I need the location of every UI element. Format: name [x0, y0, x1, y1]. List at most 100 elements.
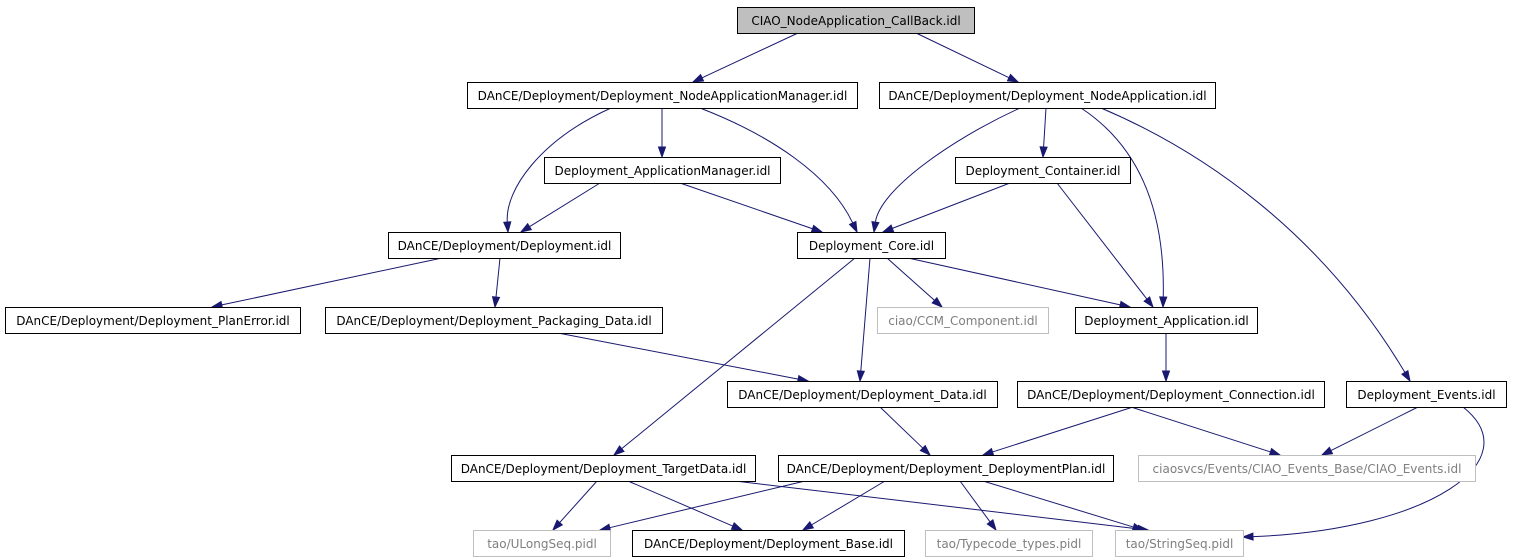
node-n4[interactable]: Deployment_Container.idl	[955, 157, 1131, 184]
arrowhead	[1320, 446, 1334, 456]
node-label: Deployment_Application.idl	[1084, 314, 1249, 328]
node-n14[interactable]: DAnCE/Deployment/Deployment_TargetData.i…	[451, 455, 756, 482]
node-label: tao/ULongSeq.pidl	[487, 537, 597, 551]
edge-n2-n10	[1080, 107, 1168, 309]
edge-n3-n5	[519, 182, 601, 233]
node-label: Deployment_ApplicationManager.idl	[554, 164, 770, 178]
arrowhead	[801, 521, 815, 531]
node-n13[interactable]: Deployment_Events.idl	[1346, 381, 1507, 408]
node-box[interactable]	[325, 307, 663, 334]
node-n20[interactable]: tao/StringSeq.pidl	[1115, 530, 1244, 557]
node-n19[interactable]: tao/Typecode_types.pidl	[925, 530, 1093, 557]
edge-n14-n17	[551, 480, 598, 532]
node-n15[interactable]: DAnCE/Deployment/Deployment_DeploymentPl…	[778, 455, 1114, 482]
edge-n11-n15	[879, 406, 932, 457]
edge-line	[627, 480, 734, 527]
node-label: Deployment_Core.idl	[809, 239, 934, 253]
node-n3[interactable]: Deployment_ApplicationManager.idl	[544, 157, 781, 184]
node-n12[interactable]: DAnCE/Deployment/Deployment_Connection.i…	[1017, 381, 1325, 408]
node-box[interactable]	[632, 530, 905, 557]
edge-line	[879, 406, 924, 449]
node-box[interactable]	[778, 455, 1114, 482]
node-label: CIAO_NodeApplication_CallBack.idl	[751, 14, 960, 28]
node-box[interactable]	[737, 7, 975, 34]
node-label: Deployment_Container.idl	[965, 164, 1120, 178]
node-box[interactable]	[451, 455, 756, 482]
edge-line	[982, 480, 1134, 528]
edge-line	[874, 107, 1021, 223]
node-n17[interactable]: tao/ULongSeq.pidl	[473, 530, 611, 557]
arrowhead	[931, 296, 944, 309]
edge-n2-n13	[1100, 107, 1411, 383]
node-box[interactable]	[1017, 381, 1325, 408]
edge-n15-n20	[982, 480, 1145, 531]
node-n10[interactable]: Deployment_Application.idl	[1075, 307, 1258, 334]
edge-line	[915, 32, 1010, 79]
node-box[interactable]	[727, 381, 998, 408]
node-box[interactable]	[955, 157, 1131, 184]
node-box[interactable]	[797, 232, 946, 259]
edge-n14-n18	[627, 480, 744, 531]
node-n11[interactable]: DAnCE/Deployment/Deployment_Data.idl	[727, 381, 998, 408]
edge-line	[699, 107, 854, 224]
node-n5[interactable]: DAnCE/Deployment/Deployment.idl	[388, 232, 621, 259]
node-n18[interactable]: DAnCE/Deployment/Deployment_Base.idl	[632, 530, 905, 557]
node-label: ciao/CCM_Component.idl	[888, 314, 1038, 328]
node-n8[interactable]: DAnCE/Deployment/Deployment_Packaging_Da…	[325, 307, 663, 334]
arrowhead	[981, 447, 995, 456]
node-box[interactable]	[1346, 381, 1507, 408]
node-box[interactable]	[877, 307, 1049, 334]
node-label: DAnCE/Deployment/Deployment_NodeApplicat…	[478, 89, 848, 103]
node-box[interactable]	[1115, 530, 1244, 557]
node-n6[interactable]: Deployment_Core.idl	[797, 232, 946, 259]
arrowhead	[730, 521, 744, 531]
node-label: DAnCE/Deployment/Deployment_NodeApplicat…	[888, 89, 1206, 103]
node-box[interactable]	[544, 157, 781, 184]
node-box[interactable]	[467, 82, 858, 109]
nodes-layer: CIAO_NodeApplication_CallBack.idlDAnCE/D…	[5, 7, 1507, 557]
node-box[interactable]	[925, 530, 1093, 557]
edge-line	[557, 332, 799, 380]
edge-line	[811, 480, 886, 526]
edge-line	[1043, 107, 1047, 148]
node-box[interactable]	[473, 530, 611, 557]
edge-n6-n14	[612, 257, 856, 456]
edge-n15-n19	[959, 480, 997, 532]
arrowhead	[551, 519, 564, 532]
arrowhead	[881, 224, 895, 233]
edge-line	[992, 406, 1134, 453]
arrowhead	[919, 444, 932, 457]
arrowhead	[810, 224, 824, 233]
node-n1[interactable]: DAnCE/Deployment/Deployment_NodeApplicat…	[467, 82, 858, 109]
node-n0[interactable]: CIAO_NodeApplication_CallBack.idl	[737, 7, 975, 34]
node-label: Deployment_Events.idl	[1357, 388, 1495, 402]
arrowhead	[1159, 296, 1168, 309]
edge-line	[221, 257, 443, 306]
edge-line	[559, 480, 598, 523]
node-n16[interactable]: ciaosvcs/Events/CIAO_Events_Base/CIAO_Ev…	[1138, 455, 1476, 482]
edge-n6-n9	[886, 257, 944, 309]
edge-line	[621, 257, 856, 450]
arrowhead	[491, 296, 501, 309]
arrowhead	[848, 220, 858, 234]
node-label: DAnCE/Deployment/Deployment_TargetData.i…	[461, 462, 747, 476]
edge-line	[679, 182, 813, 230]
node-label: DAnCE/Deployment/Deployment_Base.idl	[644, 537, 893, 551]
edge-n13-n16	[1320, 406, 1419, 456]
node-box[interactable]	[388, 232, 621, 259]
node-box[interactable]	[1138, 455, 1476, 482]
node-n2[interactable]: DAnCE/Deployment/Deployment_NodeApplicat…	[879, 82, 1216, 109]
edge-n4-n6	[881, 182, 1011, 233]
node-box[interactable]	[879, 82, 1216, 109]
edge-n0-n2	[915, 32, 1020, 83]
arrowhead	[986, 519, 997, 532]
node-n9[interactable]: ciao/CCM_Component.idl	[877, 307, 1049, 334]
node-box[interactable]	[1075, 307, 1258, 334]
edge-line	[495, 257, 501, 298]
node-n7[interactable]: DAnCE/Deployment/Deployment_PlanError.id…	[5, 307, 301, 334]
arrowhead	[691, 73, 705, 83]
edge-n12-n15	[981, 406, 1134, 456]
edge-n12-n16	[1130, 406, 1282, 456]
node-box[interactable]	[5, 307, 301, 334]
